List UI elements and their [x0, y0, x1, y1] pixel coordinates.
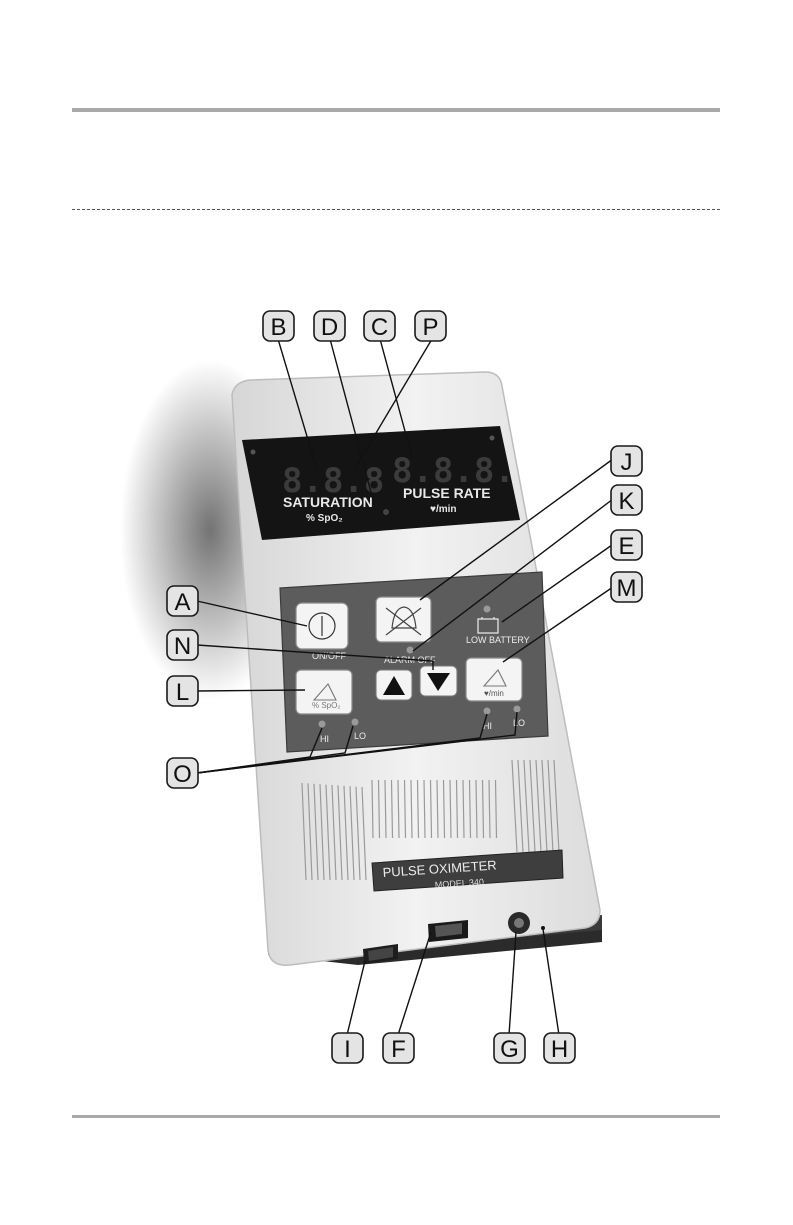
- up-arrow-button[interactable]: [376, 670, 412, 700]
- low-battery-label: LOW BATTERY: [466, 635, 530, 645]
- callout-I: I: [332, 1033, 363, 1063]
- svg-text:P: P: [422, 314, 438, 341]
- svg-text:L: L: [176, 679, 189, 706]
- spo2-hi-label: HI: [320, 734, 329, 744]
- callout-C: C: [364, 311, 395, 341]
- svg-text:H: H: [551, 1036, 568, 1063]
- alarm-off-button[interactable]: [376, 597, 431, 642]
- callout-J: J: [611, 446, 642, 476]
- svg-text:B: B: [270, 314, 286, 341]
- pulse-lo-label: LO: [513, 718, 525, 728]
- callout-B: B: [263, 311, 294, 341]
- pulse-rate-label: PULSE RATE: [403, 485, 491, 501]
- svg-text:O: O: [173, 761, 192, 788]
- callout-D: D: [314, 311, 345, 341]
- callout-E: E: [611, 530, 642, 560]
- power-jack[interactable]: [508, 912, 530, 934]
- svg-text:I: I: [344, 1036, 351, 1063]
- callout-H: H: [544, 1033, 575, 1063]
- ambient-sensor: [383, 509, 389, 515]
- svg-text:A: A: [174, 589, 190, 616]
- pulse-lo-indicator: [514, 706, 521, 713]
- callout-O: O: [167, 758, 198, 788]
- callout-G: G: [494, 1033, 525, 1063]
- svg-text:D: D: [321, 314, 338, 341]
- callout-K: K: [611, 485, 642, 515]
- svg-text:F: F: [391, 1036, 406, 1063]
- down-arrow-button[interactable]: [420, 666, 457, 696]
- saturation-label: SATURATION: [283, 494, 373, 510]
- callout-F: F: [383, 1033, 414, 1063]
- spo2-lo-indicator: [352, 719, 359, 726]
- spo2-button-label: % SpO₂: [312, 701, 340, 710]
- svg-text:N: N: [174, 633, 191, 660]
- spo2-lo-label: LO: [354, 731, 366, 741]
- low-battery-indicator: [484, 606, 491, 613]
- svg-text:J: J: [621, 449, 633, 476]
- svg-text:C: C: [371, 314, 388, 341]
- svg-text:E: E: [618, 533, 634, 560]
- screw-icon: [490, 436, 495, 441]
- screw-icon: [251, 450, 256, 455]
- callout-P: P: [415, 311, 446, 341]
- callout-N: N: [167, 630, 198, 660]
- svg-text:M: M: [617, 575, 637, 602]
- callout-A: A: [167, 586, 198, 616]
- pulse-button-label: ♥/min: [484, 689, 504, 698]
- saturation-unit: % SpO₂: [306, 513, 343, 524]
- on-off-button[interactable]: [296, 603, 348, 649]
- pulse-hi-indicator: [484, 708, 491, 715]
- callout-M: M: [611, 572, 642, 602]
- svg-text:K: K: [618, 488, 634, 515]
- alarm-off-indicator: [407, 647, 414, 654]
- pulse-rate-unit: ♥/min: [430, 504, 457, 515]
- spo2-hi-indicator: [319, 721, 326, 728]
- svg-text:G: G: [500, 1036, 519, 1063]
- callout-L: L: [167, 676, 198, 706]
